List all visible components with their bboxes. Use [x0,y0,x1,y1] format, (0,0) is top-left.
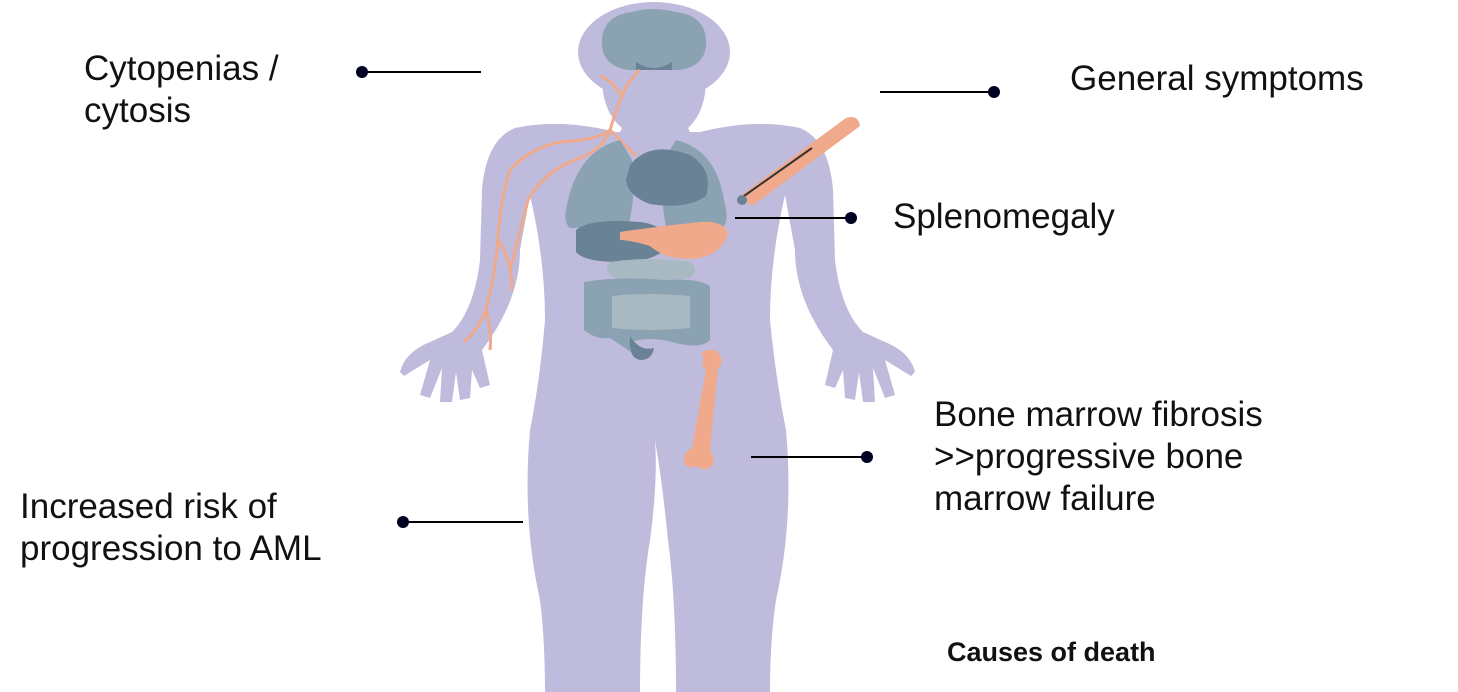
label-bone-marrow: Bone marrow fibrosis >>progressive bone … [934,394,1263,520]
dot-general-symptoms [988,86,1000,98]
label-causes-of-death-text: Causes of death [947,636,1156,668]
label-splenomegaly: Splenomegaly [893,196,1115,238]
label-cytopenias: Cytopenias / cytosis [84,48,279,132]
label-splenomegaly-text: Splenomegaly [893,196,1115,238]
label-aml-line-2: progression to AML [20,528,322,570]
label-aml-line-1: Increased risk of [20,486,322,528]
label-aml: Increased risk of progression to AML [20,486,322,570]
label-bone-marrow-line-1: Bone marrow fibrosis [934,394,1263,436]
dot-bone-marrow [861,451,873,463]
label-causes-of-death: Causes of death [947,636,1156,668]
human-body-figure-icon [400,2,915,692]
dot-aml [397,516,409,528]
label-general-symptoms-text: General symptoms [1070,58,1364,100]
dot-splenomegaly [845,212,857,224]
label-general-symptoms: General symptoms [1070,58,1364,100]
label-bone-marrow-line-3: marrow failure [934,478,1263,520]
label-cytopenias-line-2: cytosis [84,90,279,132]
label-cytopenias-line-1: Cytopenias / [84,48,279,90]
dot-cytopenias [356,66,368,78]
label-bone-marrow-line-2: >>progressive bone [934,436,1263,478]
brain-icon [602,9,706,70]
